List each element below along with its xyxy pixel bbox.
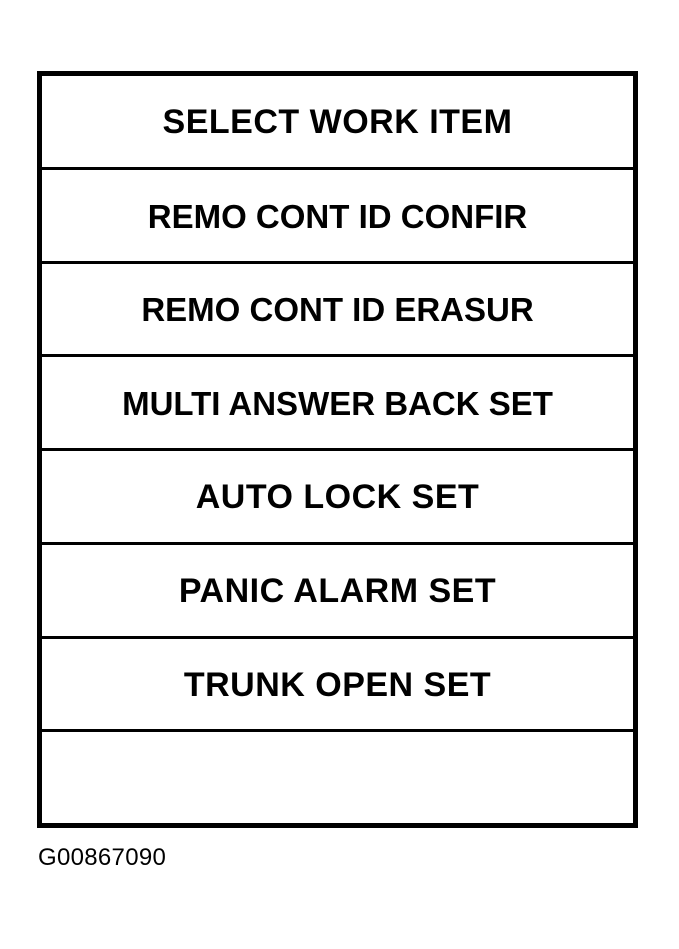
menu-row-label: REMO CONT ID ERASUR — [141, 291, 534, 329]
menu-row-label: TRUNK OPEN SET — [183, 665, 492, 704]
menu-row-remo-cont-id-confir[interactable]: REMO CONT ID CONFIR — [42, 169, 633, 264]
menu-row-label: SELECT WORK ITEM — [162, 103, 513, 142]
menu-row-panic-alarm-set[interactable]: PANIC ALARM SET — [42, 544, 633, 639]
select-work-item-menu-panel: SELECT WORK ITEM REMO CONT ID CONFIR REM… — [37, 71, 638, 828]
menu-row-select-work-item[interactable]: SELECT WORK ITEM — [42, 76, 633, 170]
menu-row-blank[interactable] — [42, 732, 633, 823]
menu-row-label: PANIC ALARM SET — [178, 572, 497, 611]
menu-row-auto-lock-set[interactable]: AUTO LOCK SET — [42, 451, 633, 545]
menu-row-remo-cont-id-erasur[interactable]: REMO CONT ID ERASUR — [42, 263, 633, 358]
menu-row-label: MULTI ANSWER BACK SET — [122, 385, 553, 423]
menu-row-label: REMO CONT ID CONFIR — [147, 197, 528, 235]
menu-row-trunk-open-set[interactable]: TRUNK OPEN SET — [42, 638, 633, 733]
menu-row-label: AUTO LOCK SET — [195, 478, 480, 517]
menu-row-multi-answer-back-set[interactable]: MULTI ANSWER BACK SET — [42, 357, 633, 451]
figure-caption: G00867090 — [38, 844, 167, 871]
